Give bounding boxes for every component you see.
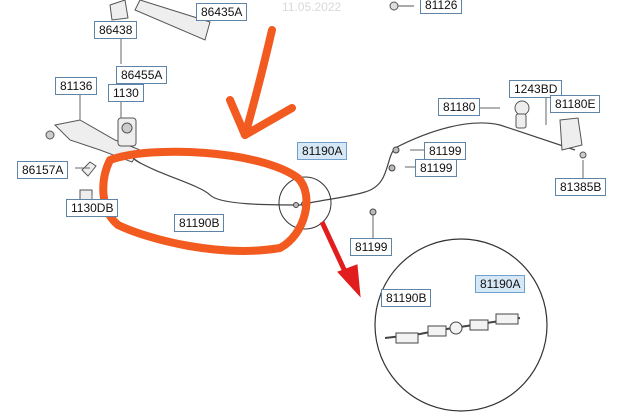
part-label-86157a[interactable]: 86157A	[17, 161, 69, 179]
watermark-date: 11.05.2022	[282, 0, 342, 14]
annotation-highlight	[99, 147, 311, 255]
annotation-arrow	[226, 26, 296, 139]
part-label-1130db[interactable]: 1130DB	[66, 199, 119, 217]
release-handle	[514, 100, 587, 159]
part-label-81385b[interactable]: 81385B	[555, 178, 607, 196]
part-label-1243bd[interactable]: 1243BD	[509, 80, 563, 98]
joint-zoom-marker	[278, 176, 332, 230]
part-label-1130[interactable]: 1130	[108, 84, 144, 102]
cable-joint	[293, 146, 400, 216]
part-label-86438[interactable]: 86438	[94, 21, 138, 39]
pointer-arrow	[319, 220, 361, 298]
bolt-81126	[389, 1, 414, 11]
part-label-81199-bottom[interactable]: 81199	[350, 238, 393, 256]
detail-view	[374, 238, 548, 412]
detail-label-81190a[interactable]: 81190A	[475, 275, 526, 293]
wiper-linkage-part	[109, 0, 211, 41]
part-label-81190b[interactable]: 81190B	[174, 214, 225, 232]
part-label-81136[interactable]: 81136	[55, 77, 98, 95]
detail-label-81190b[interactable]: 81190B	[381, 289, 432, 307]
part-label-81199-upper[interactable]: 81199	[424, 142, 467, 160]
part-label-81180e[interactable]: 81180E	[550, 95, 601, 113]
part-label-81199-lower[interactable]: 81199	[415, 159, 458, 177]
hood-release-cable	[129, 122, 576, 206]
part-label-86435a[interactable]: 86435A	[196, 3, 248, 21]
part-label-81180[interactable]: 81180	[438, 98, 481, 116]
part-label-81126[interactable]: 81126	[420, 0, 463, 14]
part-label-86455a[interactable]: 86455A	[116, 66, 168, 84]
part-label-81190a[interactable]: 81190A	[297, 142, 348, 160]
